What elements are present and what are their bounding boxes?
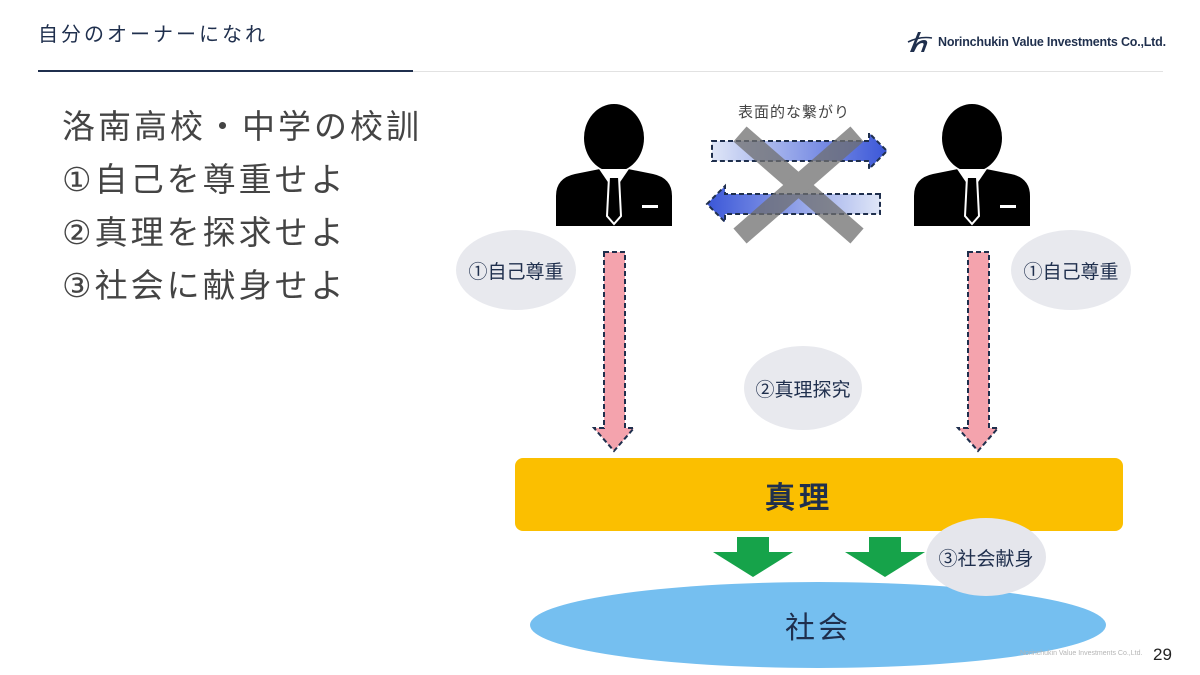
motto-heading: 洛南高校・中学の校訓 [62,107,422,146]
arrow-down-icon [713,537,793,577]
motto-item: ③社会に献身せよ [62,266,347,305]
motto-item: ①自己を尊重せよ [62,160,347,199]
arrow-down-icon [845,537,925,577]
truth-label: 真理 [765,480,833,516]
social-dedication-bubble: ③社会献身 [926,518,1046,596]
society-label: 社会 [785,611,851,646]
logo-text: Norinchukin Value Investments Co.,Ltd. [938,35,1166,49]
person-icon [914,104,1030,226]
society-ellipse: 社会 [530,582,1106,668]
page-number: 29 [1153,645,1172,664]
self-respect-bubble-left: ①自己尊重 [456,230,576,310]
truth-seeking-bubble: ②真理探究 [744,346,862,430]
company-logo: Norinchukin Value Investments Co.,Ltd. [906,28,1166,56]
truth-bar: 真理 [515,458,1123,531]
self-respect-bubble-right: ①自己尊重 [1011,230,1131,310]
logo-mark-icon [907,32,933,52]
arrow-down-icon [591,251,637,453]
arrow-down-icon [955,251,1001,453]
motto-item: ②真理を探求せよ [62,213,347,252]
school-motto-list: 洛南高校・中学の校訓 ①自己を尊重せよ ②真理を探求せよ ③社会に献身せよ [62,100,422,312]
person-icon [556,104,672,226]
header-divider-light [413,71,1163,72]
page-title: 自分のオーナーになれ [38,22,268,46]
superficial-connection-caption: 表面的な繋がり [738,103,851,121]
header-divider [38,70,413,72]
cross-mark-icon [733,126,864,244]
footer-copyright: Norinchukin Value Investments Co.,Ltd. [1020,650,1143,657]
